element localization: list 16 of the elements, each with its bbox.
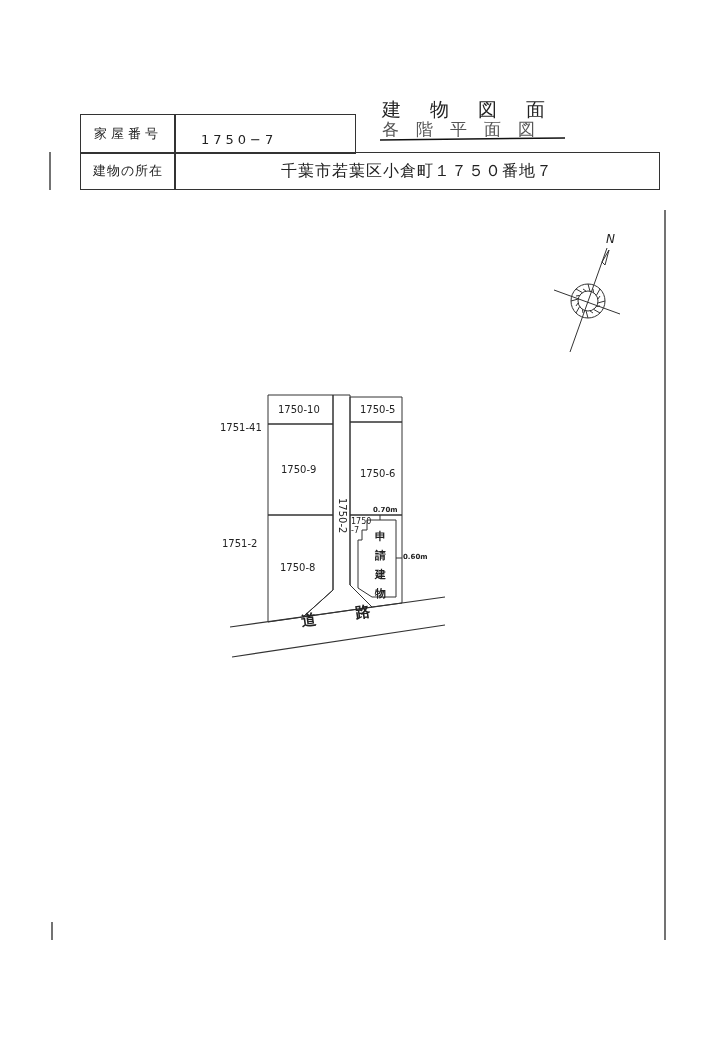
parcel-number: 1751-41: [220, 423, 262, 433]
parcel-number: 1750 -7: [351, 518, 369, 536]
header-cell: 家屋番号: [80, 114, 176, 154]
parcel-number: 1750-10: [278, 405, 320, 415]
parcel-number: 1750-5: [360, 405, 396, 415]
value-cell: 千葉市若葉区小倉町１７５０番地７: [174, 152, 660, 190]
parcel-number: 1751-2: [222, 539, 258, 549]
parcel-number: 1750-9: [281, 465, 317, 475]
parcel-number: 1750-6: [360, 469, 396, 479]
title: 建物図面: [382, 100, 574, 119]
parcel-number: 1750-2: [337, 498, 347, 534]
struck-subtitle: 各階平面図: [382, 121, 552, 138]
header-cell: 建物の所在: [80, 152, 176, 190]
north-label: N: [606, 233, 615, 245]
parcel-number: 1750-8: [280, 563, 316, 573]
value-cell: 1750−7: [174, 114, 356, 154]
